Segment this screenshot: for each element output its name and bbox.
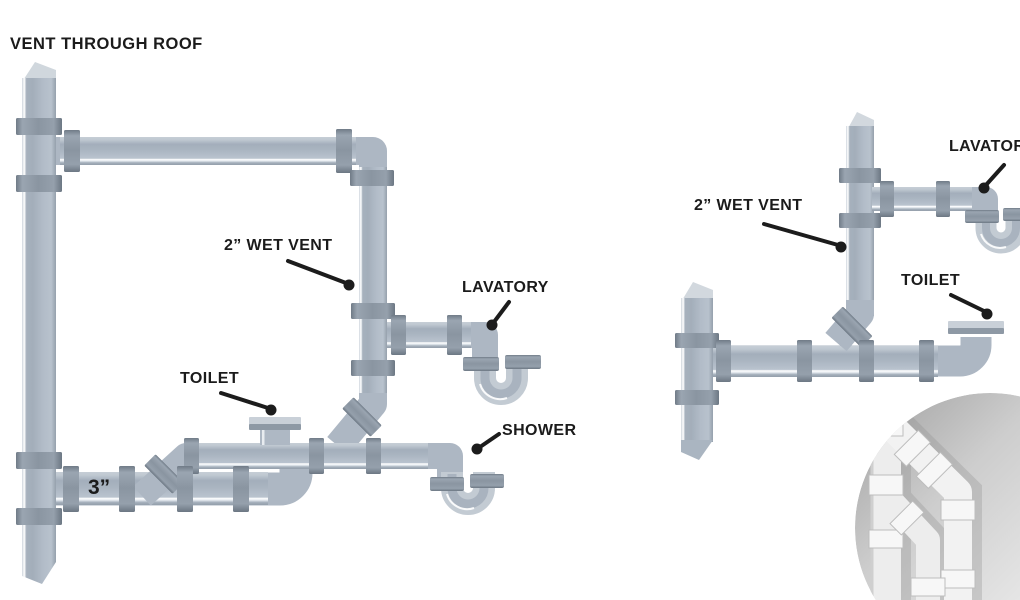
stack-coupling [16, 452, 62, 469]
right-wet-vent-arrow [762, 222, 847, 253]
stack-coupling [16, 175, 62, 192]
stack-coupling [16, 118, 62, 135]
right-lavatory-p-trap [965, 208, 1020, 254]
left-3in-couplings [63, 466, 249, 512]
pipe-coupling [859, 340, 874, 382]
left-toilet-flange [249, 417, 301, 445]
pipe-coupling [351, 360, 395, 376]
pipe-coupling [336, 129, 352, 173]
angled-coupling [832, 307, 872, 347]
left-wet-vent-label: 2” WET VENT [224, 237, 333, 254]
right-stack-pipe [675, 282, 719, 460]
trap-nut [505, 355, 541, 369]
left-vent-stack-pipe [16, 62, 62, 584]
left-diagram-title: VENT THROUGH ROOF [10, 35, 203, 53]
pvc-pipes-photo [855, 393, 1020, 600]
pipe-coupling [366, 438, 381, 474]
left-lavatory-label: LAVATORY [462, 279, 549, 296]
right-toilet-arrow [949, 293, 993, 320]
pipe-coupling [119, 466, 135, 512]
pipe-coupling [447, 315, 462, 355]
right-run-couplings [716, 340, 934, 382]
left-drain-size-label: 3” [88, 476, 111, 499]
pipe-coupling [309, 438, 324, 474]
stack-coupling [675, 390, 719, 405]
right-lavatory-arrow [978, 163, 1006, 194]
left-lavatory-arrow [486, 300, 511, 331]
left-shower-arrow [471, 432, 501, 455]
pipe-coupling [839, 168, 881, 183]
left-wet-vent-pipe [56, 129, 395, 455]
right-wet-vent-pipe [825, 112, 881, 352]
pipe-coupling [919, 340, 934, 382]
left-lavatory-branch-pipe [387, 315, 541, 405]
stack-coupling [675, 333, 719, 348]
pipe-coupling [716, 340, 731, 382]
pipe-coupling [880, 181, 894, 217]
pipe-coupling [350, 170, 394, 186]
pipe-coupling [233, 466, 249, 512]
trap-nut [430, 477, 464, 491]
left-toilet-label: TOILET [180, 370, 239, 387]
angled-coupling [144, 454, 184, 494]
pipe-coupling [391, 315, 406, 355]
pipe-coupling [177, 466, 193, 512]
stack-coupling [16, 508, 62, 525]
pipe-coupling [797, 340, 812, 382]
trap-nut [470, 474, 504, 488]
right-lavatory-label: LAVATORY [949, 138, 1020, 155]
left-diagram [16, 62, 541, 584]
trap-nut [1003, 208, 1020, 221]
left-wet-vent-arrow [286, 259, 355, 291]
left-shower-run-pipe [133, 438, 504, 515]
trap-nut [965, 210, 999, 223]
left-toilet-arrow [219, 391, 277, 416]
pipe-coupling [351, 303, 395, 319]
right-diagram [675, 112, 1020, 460]
pipe-coupling [936, 181, 950, 217]
pipe-coupling [64, 130, 80, 172]
right-toilet-flange [948, 321, 1004, 334]
right-wet-vent-label: 2” WET VENT [694, 197, 803, 214]
pipe-coupling [184, 438, 199, 474]
left-lavatory-p-trap [463, 355, 541, 405]
right-toilet-label: TOILET [901, 272, 960, 289]
pipe-coupling [63, 466, 79, 512]
left-shower-label: SHOWER [502, 422, 577, 439]
right-drain-run-pipe [706, 329, 992, 377]
right-lavatory-branch-pipe [872, 181, 1020, 254]
trap-nut [463, 357, 499, 371]
angled-coupling [342, 397, 382, 437]
pipe-coupling [839, 213, 881, 228]
left-shower-p-trap [430, 472, 504, 515]
